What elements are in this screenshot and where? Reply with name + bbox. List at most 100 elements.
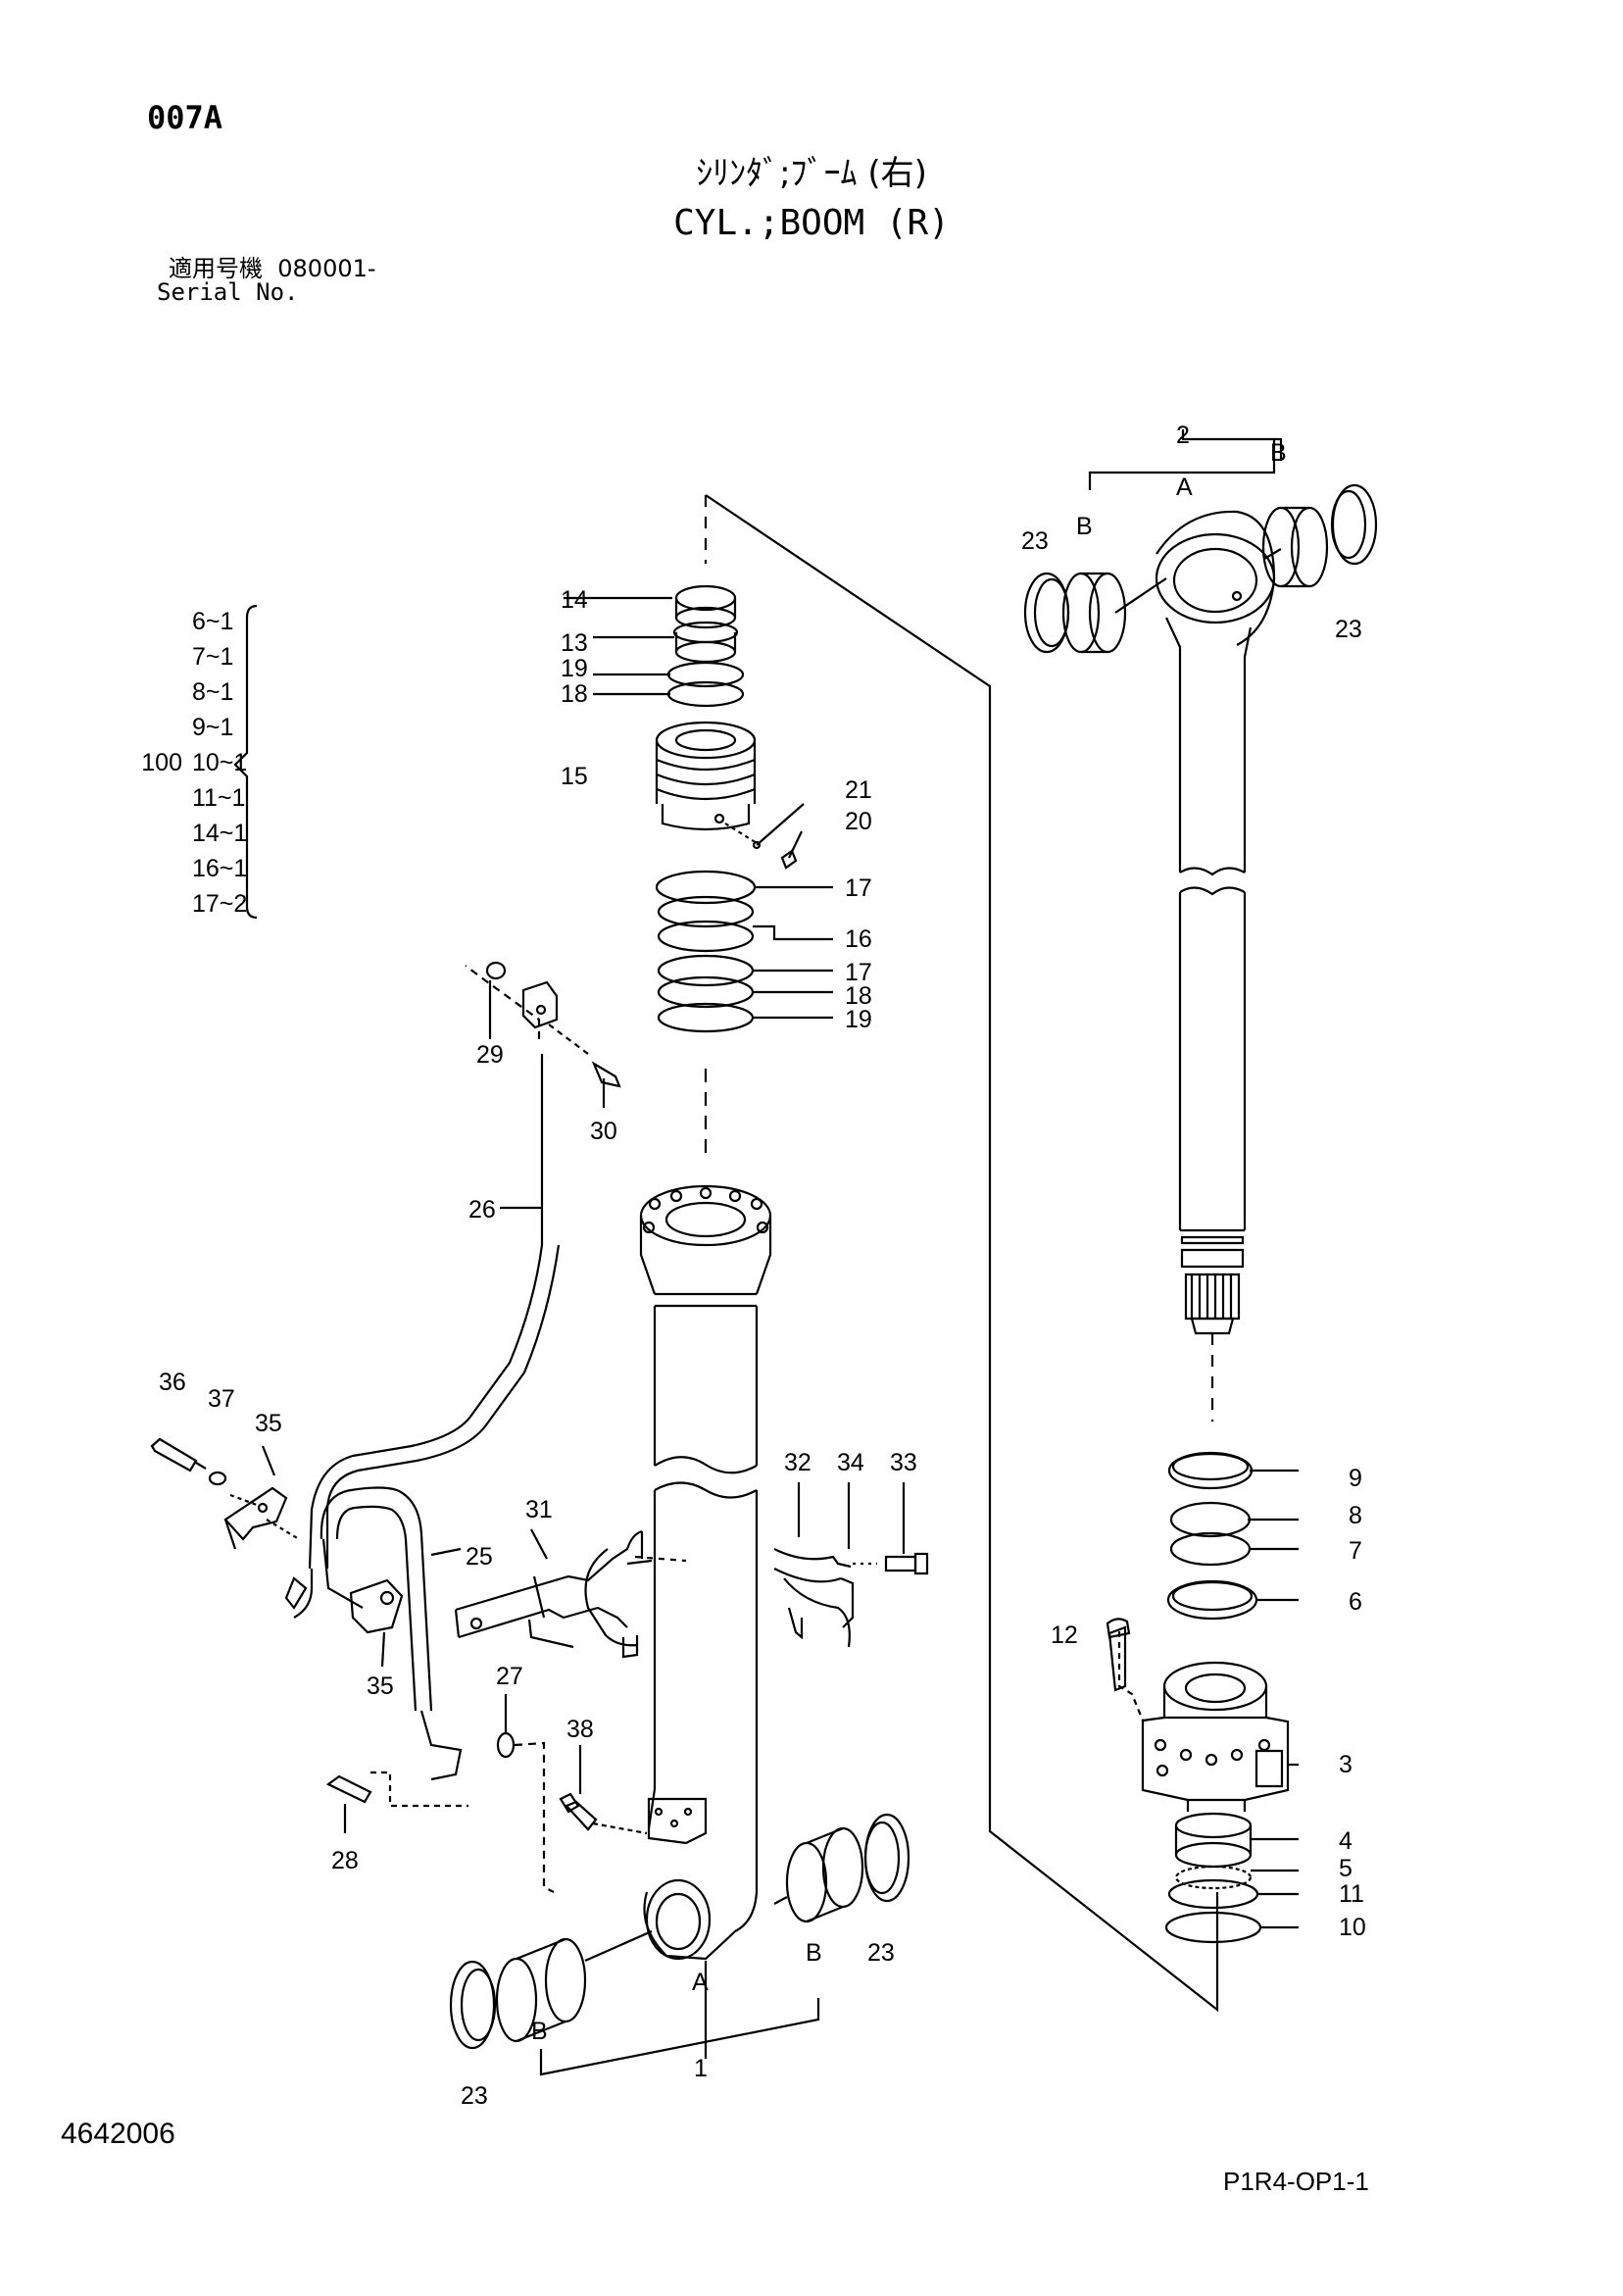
- leader-35-upper: [261, 1445, 276, 1476]
- leader-2b: [1274, 437, 1283, 461]
- callout-25: 25: [466, 1543, 493, 1571]
- label-B-tube-right: B: [806, 1939, 822, 1967]
- serial-label-jp-text: 適用号機: [169, 255, 263, 282]
- callout-10: 10: [1339, 1914, 1366, 1941]
- cylinder-tube-1: [639, 1184, 772, 1961]
- label-B-rod-left: B: [1076, 513, 1093, 540]
- callout-37: 37: [208, 1385, 235, 1413]
- piston-lower-seals: [1164, 1812, 1299, 1944]
- valve-38: [559, 1792, 598, 1831]
- bolt-12: [1106, 1618, 1131, 1692]
- callout-21: 21: [845, 776, 872, 804]
- callout-9: 9: [1349, 1465, 1362, 1492]
- tube-bushings: [449, 1813, 910, 2050]
- bolt-33: [884, 1552, 929, 1575]
- callout-20: 20: [845, 808, 872, 835]
- kit-bracket: [233, 604, 258, 920]
- callout-3: 3: [1339, 1751, 1352, 1778]
- o-ring-27: [496, 1731, 516, 1759]
- pipe-clamp-29-30: [485, 961, 621, 1088]
- callout-29: 29: [476, 1041, 504, 1069]
- callout-34: 34: [837, 1449, 864, 1476]
- callout-12: 12: [1051, 1622, 1078, 1649]
- kit-item-5: 10~1: [192, 749, 247, 776]
- pipe-26-top-line: [465, 965, 541, 1039]
- valve-38-line: [592, 1822, 648, 1835]
- head-stack: [564, 584, 833, 1033]
- kit-item-8: 16~1: [192, 855, 247, 882]
- piston-seals: [1166, 1451, 1299, 1621]
- callout-27: 27: [496, 1663, 523, 1690]
- leader-35-lower: [380, 1631, 386, 1668]
- callout-15: 15: [561, 763, 588, 790]
- kit-item-1: 6~1: [192, 608, 233, 635]
- callout-8: 8: [1349, 1502, 1362, 1529]
- piston-3: [1141, 1661, 1299, 1812]
- label-B-rod-right: B: [1270, 439, 1287, 467]
- leader-1: [539, 1998, 820, 2076]
- callout-23-tube-left: 23: [461, 2082, 488, 2110]
- callout-6: 6: [1349, 1588, 1362, 1616]
- kit-item-2: 7~1: [192, 643, 233, 671]
- callout-38: 38: [566, 1716, 594, 1743]
- leader-2: [1088, 429, 1276, 490]
- title-japanese: ｼﾘﾝﾀﾞ;ﾌﾞｰﾑ (右): [696, 154, 927, 193]
- callout-14: 14: [561, 586, 588, 614]
- callout-5: 5: [1339, 1855, 1352, 1882]
- callout-23-rod-left: 23: [1021, 527, 1049, 555]
- kit-item-4: 9~1: [192, 714, 233, 741]
- band-32: [773, 1548, 855, 1648]
- label-A-tube: A: [692, 1969, 709, 1996]
- kit-item-3: 8~1: [192, 678, 233, 706]
- callout-4: 4: [1339, 1827, 1352, 1855]
- callout-31: 31: [525, 1496, 553, 1523]
- callout-33: 33: [890, 1449, 917, 1476]
- callout-13: 13: [561, 629, 588, 657]
- kit-item-9: 17~2: [192, 890, 247, 918]
- title-english: CYL.;BOOM (R): [673, 203, 950, 243]
- line-27: [514, 1741, 555, 1893]
- pipe-25: [284, 1486, 463, 1781]
- bolt-36-washer-37: [150, 1437, 227, 1486]
- callout-7: 7: [1349, 1537, 1362, 1565]
- callout-23-tube-right: 23: [867, 1939, 895, 1967]
- page-reference: P1R4-OP1-1: [1223, 2167, 1369, 2196]
- callout-32: 32: [784, 1449, 812, 1476]
- clamp-35-lower: [349, 1578, 404, 1634]
- callout-35-upper: 35: [255, 1410, 282, 1437]
- leader-25: [430, 1547, 462, 1557]
- label-A-rod: A: [1176, 474, 1193, 501]
- serial-label-en: Serial No.: [157, 278, 299, 306]
- clamp-35-upper: [223, 1486, 300, 1550]
- callout-28: 28: [331, 1847, 359, 1874]
- callout-30: 30: [590, 1118, 617, 1145]
- bolt-28: [325, 1771, 468, 1808]
- callout-1: 1: [694, 2055, 708, 2082]
- callout-26: 26: [468, 1196, 496, 1223]
- callout-17-bottom: 17: [845, 959, 872, 986]
- kit-number: 100: [141, 749, 182, 776]
- bolt-12-line: [1117, 1631, 1145, 1722]
- pipe-26: [308, 1054, 561, 1570]
- callout-19-bottom: 19: [845, 1006, 872, 1033]
- rod-eye-bushings: [1023, 483, 1378, 654]
- drawing-number: 4642006: [61, 2118, 175, 2150]
- callout-18-bottom: 18: [845, 982, 872, 1010]
- band-31-line: [634, 1555, 687, 1563]
- leader-36-line: [229, 1493, 258, 1507]
- kit-item-6: 11~1: [192, 784, 245, 812]
- page-code: 007A: [147, 99, 223, 136]
- piston-rod-2: [1155, 510, 1276, 1335]
- kit-item-7: 14~1: [192, 820, 247, 847]
- serial-label-jp: 適用号機 080001-: [169, 257, 376, 280]
- leader-31: [530, 1528, 548, 1560]
- callout-17-top: 17: [845, 874, 872, 902]
- callout-23-rod-right: 23: [1335, 616, 1362, 643]
- callout-35-lower: 35: [367, 1672, 394, 1700]
- callout-11: 11: [1339, 1880, 1364, 1908]
- band-31: [454, 1529, 653, 1659]
- callout-19-top: 19: [561, 655, 588, 682]
- callout-36: 36: [159, 1369, 186, 1396]
- serial-value: 080001-: [277, 255, 376, 282]
